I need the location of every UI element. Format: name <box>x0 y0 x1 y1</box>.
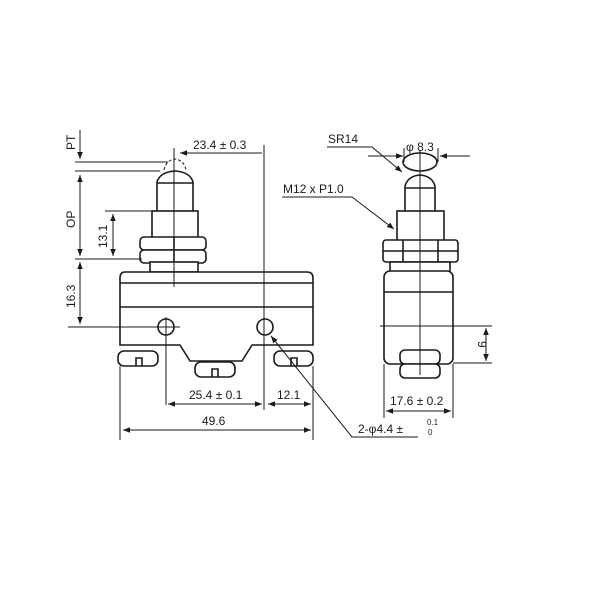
side-view: SR14 φ 8.3 M12 x P1.0 9 17.6 ± 0.2 <box>282 132 492 418</box>
pt-label: PT <box>64 134 78 150</box>
op-label: OP <box>64 211 78 228</box>
pretravel-dome-outline <box>163 158 187 171</box>
nut-lower <box>139 249 207 264</box>
front-view: PT OP 13.1 16.3 23.4 ± 0.3 25.4 ± 0.1 12… <box>64 130 439 440</box>
dim-23-4: 23.4 ± 0.3 <box>193 138 247 152</box>
bushing <box>151 210 199 239</box>
dim-13-1: 13.1 <box>96 224 110 248</box>
mounting-hole-right <box>256 318 274 336</box>
hole-tol-upper: 0.1 <box>427 418 439 427</box>
dim-49-6: 49.6 <box>202 414 226 428</box>
dim-16-3: 16.3 <box>64 284 78 308</box>
switch-body <box>119 271 314 362</box>
sr14-label: SR14 <box>328 132 358 146</box>
dim-17-6: 17.6 ± 0.2 <box>390 394 444 408</box>
dim-9: 9 <box>475 341 489 348</box>
plunger <box>156 170 194 212</box>
thread-label: M12 x P1.0 <box>283 182 344 196</box>
dia-8-3: φ 8.3 <box>406 140 434 154</box>
dim-12-1: 12.1 <box>277 388 301 402</box>
dim-25-4: 25.4 ± 0.1 <box>189 388 243 402</box>
hole-tol-lower: 0 <box>428 428 433 437</box>
hole-spec: 2-φ4.4 ± <box>358 422 403 436</box>
nut-upper <box>139 236 207 251</box>
